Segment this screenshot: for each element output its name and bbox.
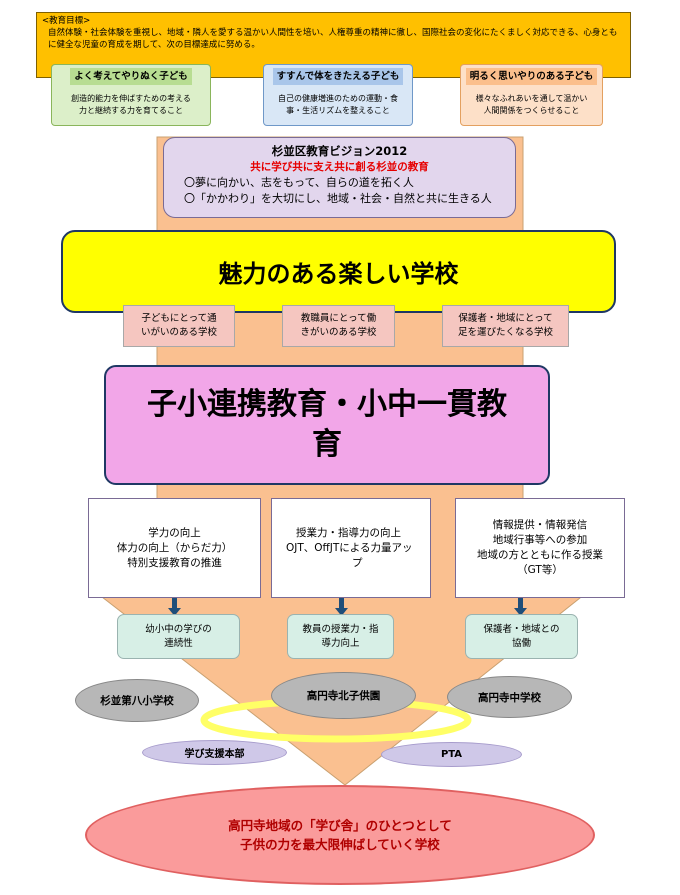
outcome-line: 保護者・地域との: [483, 623, 560, 635]
school-box-children: 子どもにとって通 いがいのある学校: [123, 305, 235, 347]
school-box-line: 教職員にとって働: [300, 313, 377, 324]
goal-card-title: すすんで体をきたえる子ども: [272, 68, 404, 85]
initiative-line: 地域行事等への参加: [492, 534, 588, 546]
partner-oval-pta: PTA: [381, 742, 522, 767]
initiative-line: （GT等）: [517, 564, 563, 576]
partner-oval-kita-kindergarten: 高円寺北子供園: [271, 672, 416, 719]
school-box-staff: 教職員にとって働 きがいのある学校: [282, 305, 395, 347]
core-line: 育: [312, 427, 342, 462]
goals-text: 自然体験・社会体験を重視し、地域・隣人を愛する温かい人間性を培い、人権尊重の精神…: [48, 28, 618, 50]
vision-item: 〇夢に向かい、志をもって、自らの道を拓く人: [184, 176, 414, 189]
school-box-line: いがいのある学校: [140, 327, 217, 338]
school-box-line: きがいのある学校: [300, 327, 377, 338]
connector-arrows: [168, 598, 527, 616]
school-box-line: 子どもにとって通: [141, 313, 217, 324]
main-banner: 魅力のある楽しい学校: [61, 230, 616, 313]
initiative-line: OJT、OffJTによる力量アッ: [286, 541, 413, 554]
bottom-line: 子供の力を最大限伸ばしていく学校: [240, 837, 440, 852]
partner-oval-suginami-8: 杉並第八小学校: [75, 679, 199, 722]
goal-card-desc: 創造的能力を伸ばすための考える 力と継続する力を育てること: [67, 93, 195, 117]
goal-card-desc-line: 様々なふれあいを通して温かい: [475, 94, 588, 103]
vision-title: 杉並区教育ビジョン2012: [271, 144, 408, 158]
vision-item: 〇「かかわり」を大切にし、地域・社会・自然と共に生きる人: [184, 192, 492, 205]
core-line: 子小連携教育・小中一貫教: [147, 387, 507, 422]
outcome-line: 連続性: [164, 637, 193, 649]
vision-subtitle: 共に学び共に支え共に創る杉並の教育: [250, 161, 429, 173]
initiative-line: 学力の向上: [148, 526, 201, 539]
outcome-line: 幼小中の学びの: [145, 623, 212, 635]
initiative-box-teaching: 授業力・指導力の向上 OJT、OffJTによる力量アッ プ: [271, 498, 431, 598]
core-concept-box: 子小連携教育・小中一貫教 育: [104, 365, 550, 485]
goal-card-thinking: よく考えてやりぬく子ども 創造的能力を伸ばすための考える 力と継続する力を育てる…: [51, 64, 211, 126]
partner-oval-learning-support: 学び支援本部: [142, 740, 287, 765]
goal-card-title: 明るく思いやりのある子ども: [465, 68, 598, 85]
goal-card-health: すすんで体をきたえる子ども 自己の健康増進のための運動・食 事・生活リズムを整え…: [263, 64, 413, 126]
outcome-line: 導力向上: [321, 637, 360, 649]
goal-card-desc: 様々なふれあいを通して温かい 人間関係をつくらせること: [472, 93, 592, 117]
education-vision-box: 杉並区教育ビジョン2012 共に学び共に支え共に創る杉並の教育 〇夢に向かい、志…: [163, 137, 516, 218]
initiative-box-academic: 学力の向上 体力の向上（からだ力） 特別支援教育の推進: [88, 498, 261, 598]
goal-card-desc-line: 力と継続する力を育てること: [78, 106, 183, 115]
goal-card-title: よく考えてやりぬく子ども: [70, 68, 192, 85]
school-box-line: 足を運びたくなる学校: [457, 327, 553, 338]
initiative-line: プ: [352, 556, 363, 569]
initiative-line: 情報提供・情報発信: [492, 519, 588, 531]
initiative-box-community: 情報提供・情報発信 地域行事等への参加 地域の方とともに作る授業 （GT等）: [455, 498, 625, 598]
initiative-line: 体力の向上（からだ力）: [116, 541, 233, 554]
goal-card-desc-line: 事・生活リズムを整えること: [286, 106, 390, 115]
goal-card-desc-line: 創造的能力を伸ばすための考える: [71, 94, 191, 103]
initiative-line: 地域の方とともに作る授業: [477, 549, 603, 561]
outcome-box-continuity: 幼小中の学びの 連続性: [117, 614, 240, 659]
goal-card-desc-line: 人間関係をつくらせること: [483, 106, 580, 115]
goal-card-desc-line: 自己の健康増進のための運動・食: [278, 94, 398, 103]
outcome-line: 協働: [511, 637, 531, 649]
goals-heading: <教育目標>: [42, 16, 91, 26]
outcome-box-collaboration: 保護者・地域との 協働: [465, 614, 578, 659]
bottom-goal-oval: 高円寺地域の「学び舎」のひとつとして 子供の力を最大限伸ばしていく学校: [85, 785, 595, 885]
outcome-box-teacher-skill: 教員の授業力・指 導力向上: [287, 614, 394, 659]
goal-card-desc: 自己の健康増進のための運動・食 事・生活リズムを整えること: [274, 93, 402, 117]
bottom-line: 高円寺地域の「学び舎」のひとつとして: [228, 818, 452, 833]
goal-card-kindness: 明るく思いやりのある子ども 様々なふれあいを通して温かい 人間関係をつくらせるこ…: [460, 64, 603, 126]
initiative-line: 授業力・指導力の向上: [296, 526, 401, 539]
partner-oval-junior-high: 高円寺中学校: [447, 676, 572, 718]
initiative-line: 特別支援教育の推進: [127, 556, 222, 569]
school-box-line: 保護者・地域にとって: [458, 313, 553, 324]
school-box-community: 保護者・地域にとって 足を運びたくなる学校: [442, 305, 569, 347]
outcome-line: 教員の授業力・指: [302, 623, 379, 635]
